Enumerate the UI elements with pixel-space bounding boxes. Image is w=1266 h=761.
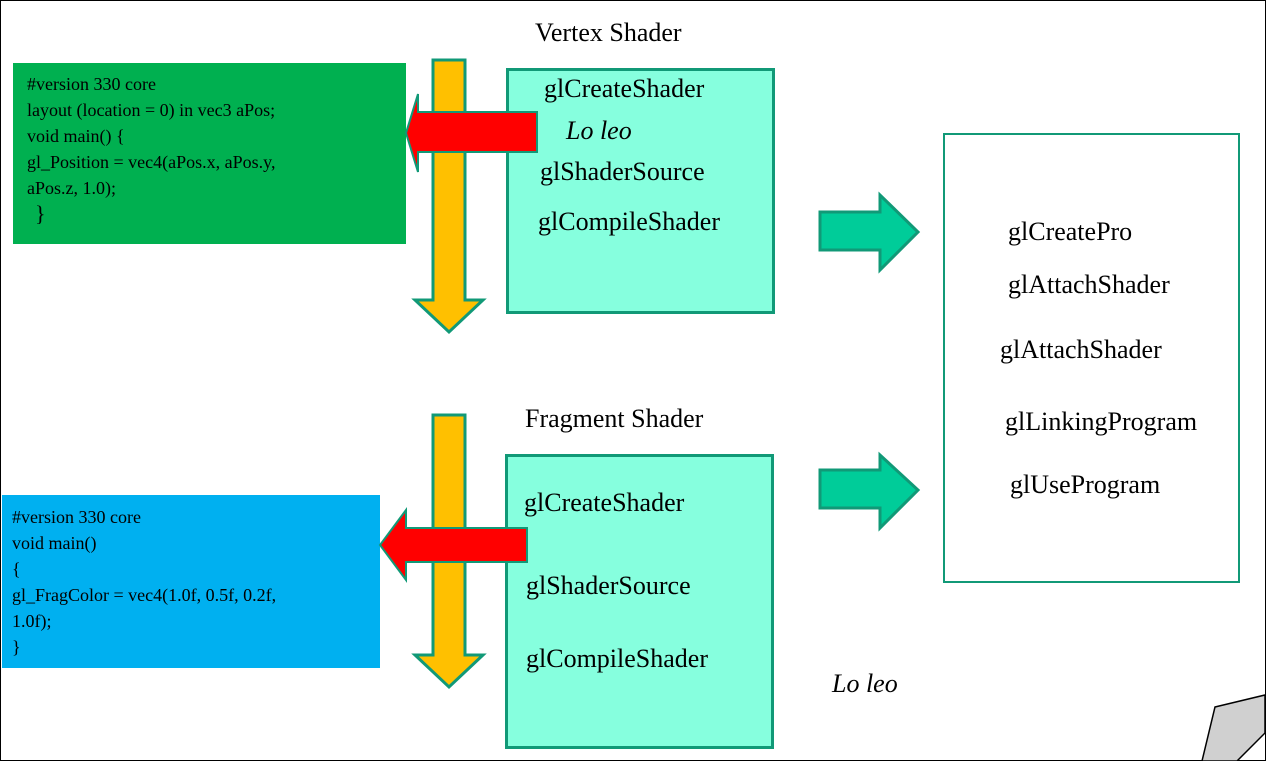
vertex-step: glCreateShader [544, 74, 705, 103]
fragment-link-arrow [818, 451, 921, 532]
code-line: } [35, 201, 46, 226]
code-line: 1.0f); [12, 611, 52, 631]
vertex-step: glCompileShader [538, 207, 720, 236]
fragment-code-box [2, 495, 380, 668]
fragment-shader-title: Fragment Shader [525, 404, 704, 433]
code-line: layout (location = 0) in vec3 aPos; [27, 100, 276, 120]
vertex-link-arrow [818, 191, 921, 274]
fragment-step: glCompileShader [526, 644, 708, 673]
vertex-step: glShaderSource [540, 157, 705, 186]
vertex-note: Lo leo [566, 116, 632, 145]
program-step: glUseProgram [1010, 470, 1161, 499]
code-line: aPos.z, 1.0); [27, 178, 116, 198]
program-step: glLinkingProgram [1005, 407, 1198, 436]
code-line: gl_Position = vec4(aPos.x, aPos.y, [27, 152, 276, 172]
code-line: { [12, 559, 21, 579]
program-step: glCreatePro [1008, 217, 1133, 246]
fragment-step: glShaderSource [526, 571, 691, 600]
vertex-flow-arrow [411, 58, 487, 335]
code-line: void main() [12, 533, 97, 553]
code-line: #version 330 core [12, 507, 141, 527]
page-curl-shape [1201, 694, 1266, 761]
fragment-steps-box [505, 454, 774, 749]
vertex-code-box [13, 63, 406, 244]
fragment-note: Lo leo [832, 669, 898, 698]
vertex-shader-title: Vertex Shader [535, 18, 682, 47]
fragment-code: #version 330 core void main() { gl_FragC… [12, 504, 276, 660]
program-step: glAttachShader [1000, 335, 1162, 364]
fragment-step: glCreateShader [524, 488, 685, 517]
code-line: void main() { [27, 126, 125, 146]
code-line: #version 330 core [27, 74, 156, 94]
program-steps-box [943, 133, 1240, 583]
vertex-steps-box [506, 68, 775, 314]
fragment-source-arrow [378, 506, 528, 584]
vertex-source-arrow [404, 93, 538, 173]
code-line: } [12, 637, 21, 657]
program-step: glAttachShader [1008, 270, 1170, 299]
vertex-code: #version 330 core layout (location = 0) … [27, 71, 275, 227]
code-line: gl_FragColor = vec4(1.0f, 0.5f, 0.2f, [12, 585, 277, 605]
